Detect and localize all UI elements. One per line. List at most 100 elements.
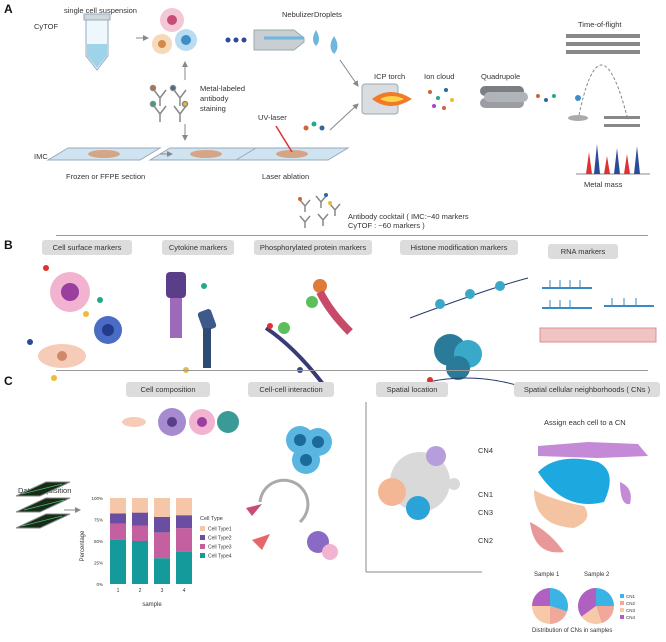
tube-icon <box>83 13 111 71</box>
frozen-ffpe-label: Frozen or FFPE section <box>66 172 146 181</box>
cell-cluster-icon <box>152 8 197 54</box>
droplets-icon <box>313 30 338 54</box>
metal-mass-label: Metal mass <box>584 180 623 189</box>
legend-label: Cell Type3 <box>208 545 232 551</box>
pie-slice <box>581 606 602 624</box>
pie-slice <box>550 588 568 612</box>
x-tick-label: 3 <box>161 588 164 594</box>
pie-legend-swatch <box>620 615 624 619</box>
pill-phospho: Phosphorylated protein markers <box>254 240 372 255</box>
legend-swatch <box>200 544 205 549</box>
pill-rna: RNA markers <box>548 244 618 259</box>
cn4-label: CN4 <box>478 446 494 455</box>
pie-legend-label: CN2 <box>626 601 635 606</box>
chart-xlabel: sample <box>142 602 162 608</box>
legend-swatch <box>200 553 205 558</box>
distribution-label: Distribution of CNs in samples <box>532 628 613 634</box>
quadrupole-label: Quadrupole <box>481 72 521 81</box>
pill-spatial-cn: Spatial cellular neighborhoods ( CNs ) <box>514 382 660 397</box>
pie-slice <box>578 588 596 617</box>
pie-legend-swatch <box>620 608 624 612</box>
staining-label: staining <box>200 104 226 113</box>
chart-legend-title: Cell Type <box>200 516 223 522</box>
image-stack-icon <box>15 481 71 529</box>
pie-legend-swatch <box>620 601 624 605</box>
antibody-label: antibody <box>200 94 229 103</box>
x-tick-label: 2 <box>139 588 142 594</box>
panel-letter-b: B <box>4 238 13 252</box>
nebulizer-label: Nebulizer <box>282 10 314 19</box>
bar-segment <box>176 515 192 529</box>
pill-spatial-location: Spatial location <box>376 382 448 397</box>
phospho-icon <box>264 279 353 390</box>
pie-slice <box>596 606 614 624</box>
sample2-label: Sample 2 <box>584 572 610 578</box>
bar-segment <box>154 516 170 533</box>
uv-laser-label: UV-laser <box>258 113 287 122</box>
bar-segment <box>176 498 192 516</box>
sample1-label: Sample 1 <box>534 572 560 578</box>
pill-cell-composition: Cell composition <box>126 382 210 397</box>
chart-ylabel: Percentage <box>80 530 86 561</box>
bar-segment <box>154 498 170 517</box>
composition-chart: Percentage 0% 25% 50% 75% 100% 1 2 3 4 sample C… <box>80 496 232 608</box>
pill-cell-cell-interaction: Cell-cell interaction <box>248 382 334 397</box>
cell-types-icon <box>122 408 239 436</box>
y-tick-label: 50% <box>94 539 103 544</box>
histone-icon <box>405 277 529 389</box>
y-tick-label: 0% <box>96 582 103 587</box>
panel-a-illustration <box>46 8 650 228</box>
icp-torch-label: ICP torch <box>374 72 406 81</box>
imc-label: IMC <box>34 152 48 161</box>
assign-cn-label: Assign each cell to a CN <box>544 418 626 427</box>
y-tick-label: 25% <box>94 561 103 566</box>
droplets-label: Droplets <box>314 10 342 19</box>
ion-cloud-label: Ion cloud <box>424 72 455 81</box>
pie-legend-label: CN1 <box>626 594 635 599</box>
pill-cytokine: Cytokine markers <box>162 240 234 255</box>
legend-swatch <box>200 526 205 531</box>
bar-segment <box>154 558 170 584</box>
bar-segment <box>154 532 170 559</box>
panel-b-illustration <box>27 265 657 390</box>
cn2-label: CN2 <box>478 536 494 545</box>
laser-ablation-label: Laser ablation <box>262 172 310 181</box>
icp-torch-icon <box>361 83 412 115</box>
pie-legend-swatch <box>620 594 624 598</box>
bar-segment <box>132 512 148 526</box>
pie-slice <box>550 606 568 624</box>
cn-map-icon <box>530 442 648 553</box>
y-tick-label: 75% <box>94 518 103 523</box>
bar-segment <box>176 528 192 552</box>
spatial-location-icon <box>365 402 482 573</box>
panel-c-illustration <box>15 402 648 573</box>
cytokine-icon <box>166 272 217 373</box>
antibody-icon <box>149 84 189 122</box>
filtered-ions-icon <box>536 94 556 102</box>
cn1-label: CN1 <box>478 490 494 499</box>
bar-segment <box>132 498 148 513</box>
bar-segment <box>110 513 126 524</box>
quadrupole-icon <box>480 86 528 108</box>
ion-cloud-icon <box>428 88 454 110</box>
pie-slice <box>532 588 550 606</box>
cell-surface-icon <box>27 265 122 381</box>
cn3-label: CN3 <box>478 508 494 517</box>
cytof-label: CyTOF <box>34 22 59 31</box>
cell-interaction-icon <box>246 426 338 560</box>
legend-swatch <box>200 535 205 540</box>
metal-mass-icon <box>576 144 650 175</box>
bar-segment <box>132 525 148 541</box>
x-tick-label: 1 <box>117 588 120 594</box>
divider-bc <box>56 370 648 371</box>
y-tick-label: 100% <box>91 496 103 501</box>
rna-icon <box>539 280 657 343</box>
bar-segment <box>110 498 126 514</box>
bar-segment <box>132 541 148 584</box>
x-tick-label: 4 <box>183 588 186 594</box>
bar-segment <box>176 551 192 584</box>
single-cell-suspension-label: single cell suspension <box>64 6 137 15</box>
pie-legend-label: CN3 <box>626 608 635 613</box>
time-of-flight-label: Time-of-flight <box>578 20 622 29</box>
